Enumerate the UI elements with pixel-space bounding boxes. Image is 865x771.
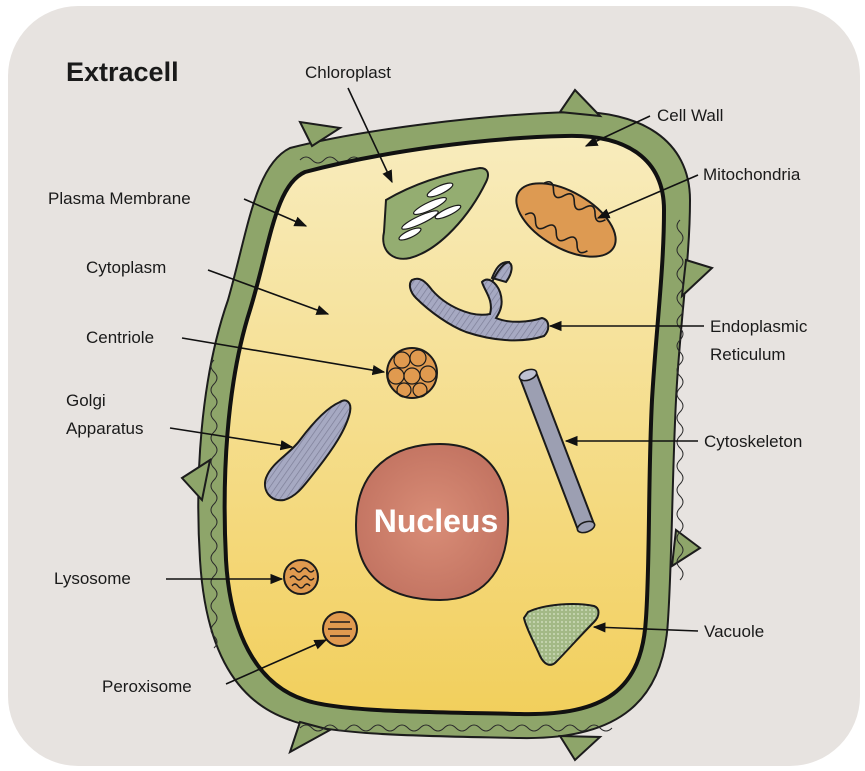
label-golgi-line2: Apparatus [66,419,144,438]
label-vacuole: Vacuole [704,622,764,641]
label-peroxisome: Peroxisome [102,677,192,696]
label-plasma-membrane: Plasma Membrane [48,189,191,208]
nucleus-label: Nucleus [374,503,498,539]
label-cell-wall: Cell Wall [657,106,723,125]
lysosome [284,560,318,594]
label-endoplasmic-reticulum-line1: Endoplasmic [710,317,808,336]
label-cytoplasm: Cytoplasm [86,258,166,277]
label-golgi-line1: Golgi [66,391,106,410]
label-mitochondria: Mitochondria [703,165,801,184]
peroxisome [323,612,357,646]
label-lysosome: Lysosome [54,569,131,588]
label-centriole: Centriole [86,328,154,347]
diagram-title: Extracell [66,57,179,87]
label-endoplasmic-reticulum-line2: Reticulum [710,345,786,364]
label-chloroplast: Chloroplast [305,63,391,82]
centriole [387,348,437,398]
label-cytoskeleton: Cytoskeleton [704,432,802,451]
